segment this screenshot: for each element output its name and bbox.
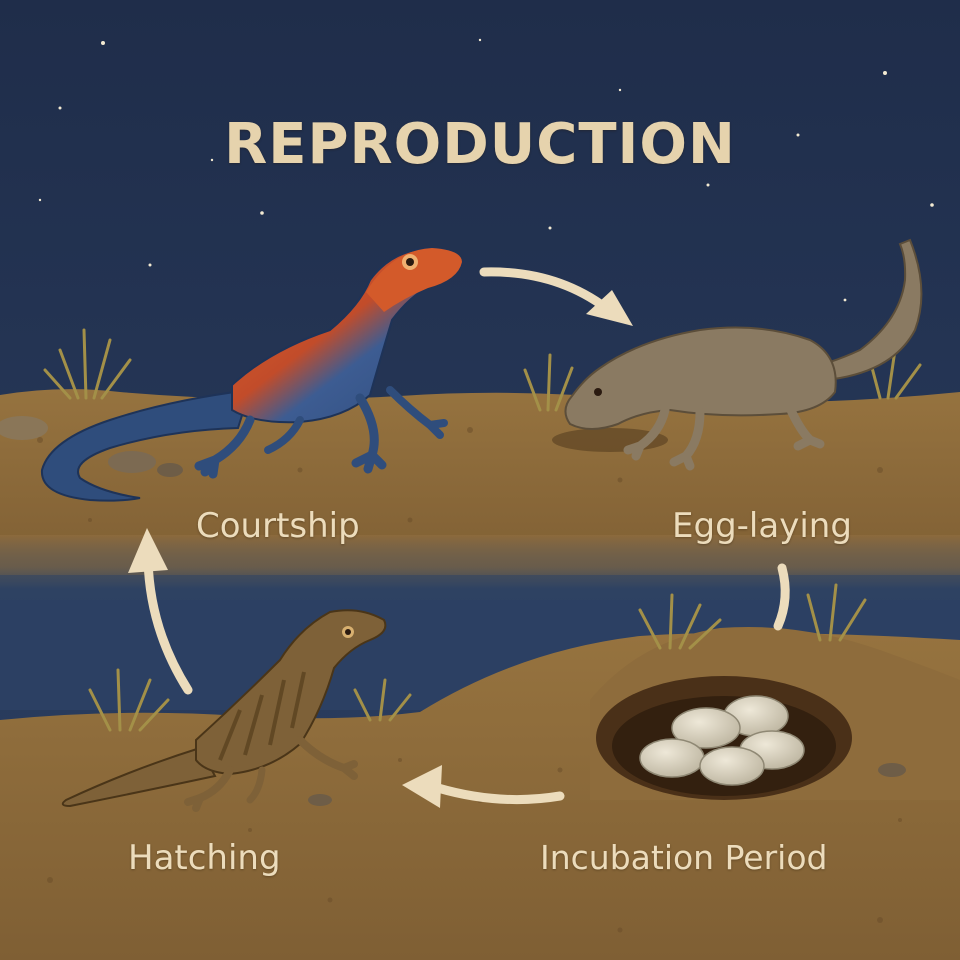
stage-label-hatching: Hatching — [128, 838, 281, 878]
ground-texture — [37, 427, 902, 933]
egg-nest-icon — [596, 676, 852, 800]
female-lizard-icon — [552, 238, 923, 471]
stage-label-egg-laying: Egg-laying — [672, 506, 852, 546]
stars — [38, 38, 934, 302]
hatchling-lizard-icon — [61, 609, 387, 812]
diagram-title: REPRODUCTION — [224, 112, 736, 177]
arrow-courtship-to-egg-laying — [479, 267, 611, 313]
arrow-incubation-to-hatching — [433, 783, 565, 805]
rocks — [0, 416, 906, 806]
stage-label-incubation-period: Incubation Period — [540, 838, 828, 877]
grass-tufts — [43, 328, 922, 732]
arrowheads — [128, 290, 633, 808]
arrow-egg-laying-to-incubation — [773, 563, 790, 631]
male-agama-lizard-icon — [40, 246, 464, 502]
arrowhead-3 — [402, 765, 442, 808]
arrowhead-4 — [128, 528, 168, 573]
cycle-arrows — [143, 267, 790, 805]
arrow-hatching-to-courtship — [143, 555, 193, 695]
arrowhead-1 — [586, 290, 633, 326]
stage-label-courtship: Courtship — [196, 506, 360, 546]
